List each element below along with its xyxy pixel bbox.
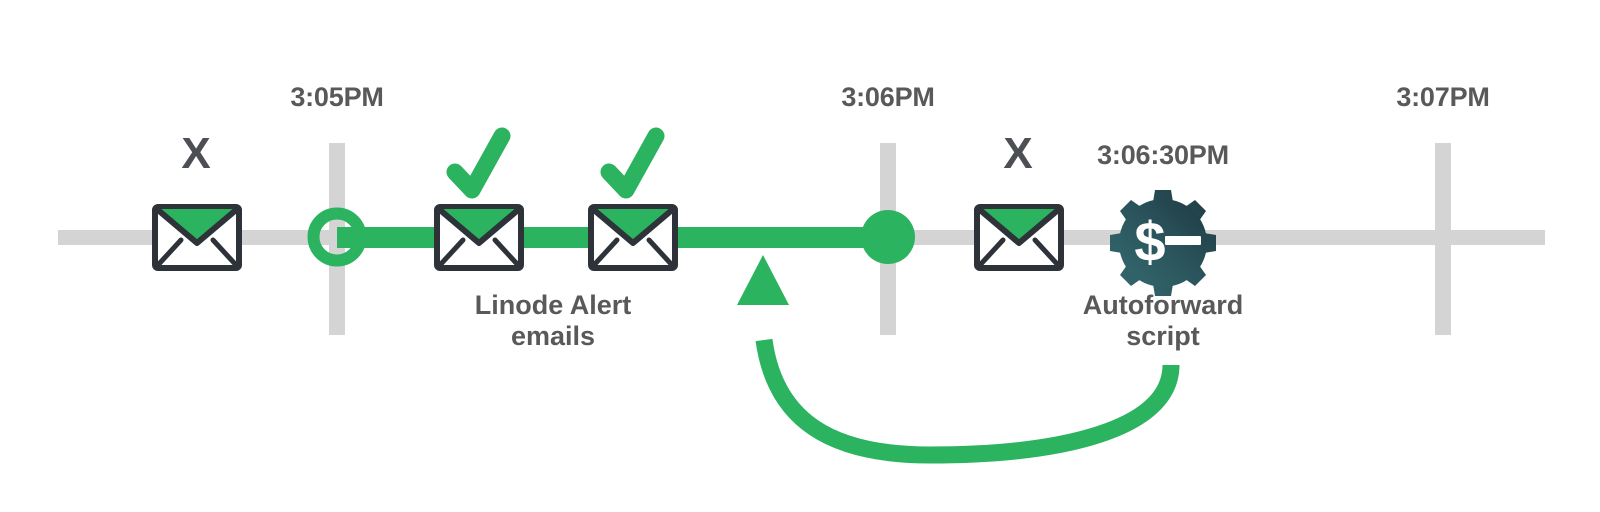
- svg-text:$: $: [1134, 210, 1165, 273]
- timeline-node-start-ring: [307, 207, 367, 267]
- check-icon-2: [600, 127, 665, 199]
- envelope-icon-4: [974, 204, 1064, 271]
- autoforward-feedback-arrow: [737, 255, 1180, 464]
- timeline-node-end-dot: [861, 210, 915, 264]
- check-icon-1: [446, 127, 511, 199]
- envelope-icon-2: [434, 204, 524, 271]
- envelope-icon-1: [152, 204, 242, 271]
- envelope-icon-3: [588, 204, 678, 271]
- gear-dollar-icon: $: [1110, 190, 1216, 296]
